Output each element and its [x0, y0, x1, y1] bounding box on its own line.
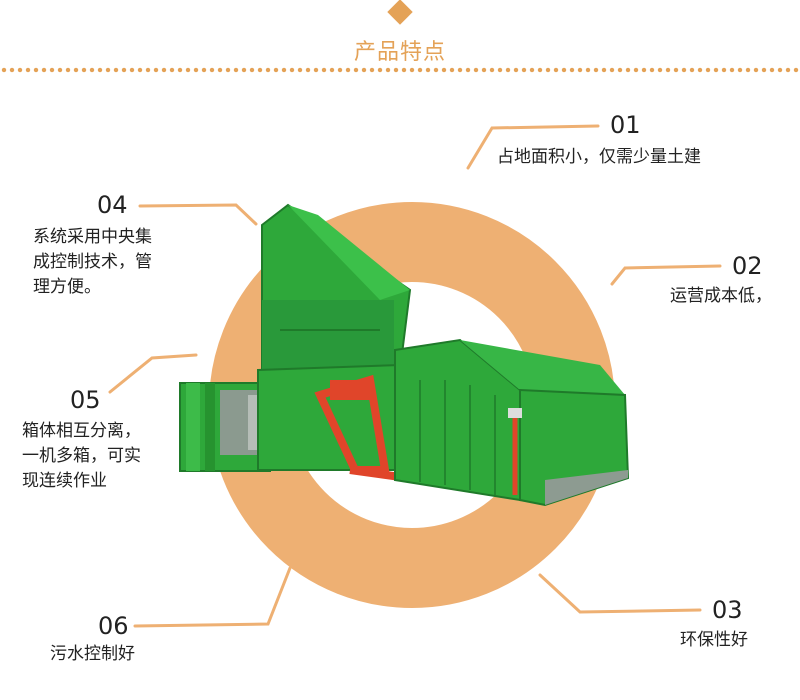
feature-text-04: 系统采用中央集 成控制技术，管 理方便。 — [33, 225, 203, 300]
feature-text-06: 污水控制好 — [50, 644, 135, 664]
feature-number-03: 03 — [712, 596, 743, 624]
compactor-machine-image — [179, 203, 630, 507]
feature-text-04-line-3: 理方便。 — [33, 277, 101, 297]
section-header: 产品特点 — [0, 0, 800, 80]
feature-text-04-line-2: 成控制技术，管 — [33, 252, 152, 272]
leader-line-01 — [466, 124, 600, 170]
feature-number-06: 06 — [98, 612, 129, 640]
feature-text-02: 运营成本低， — [670, 286, 772, 306]
leader-line-02 — [610, 264, 722, 286]
feature-text-05: 箱体相互分离， 一机多箱，可实 现连续作业 — [22, 419, 202, 494]
leader-lines — [108, 124, 722, 628]
feature-number-05: 05 — [70, 386, 101, 414]
feature-text-05-line-1: 箱体相互分离， — [22, 421, 141, 441]
section-title: 产品特点 — [353, 40, 446, 65]
feature-text-05-line-2: 一机多箱，可实 — [22, 446, 141, 466]
feature-number-01: 01 — [610, 111, 641, 139]
feature-text-05-line-3: 现连续作业 — [22, 471, 107, 491]
leader-line-06 — [133, 566, 292, 628]
feature-number-02: 02 — [732, 252, 763, 280]
leader-line-05 — [108, 353, 198, 394]
feature-text-03: 环保性好 — [680, 630, 748, 650]
feature-number-04: 04 — [97, 191, 128, 219]
dotted-divider — [0, 67, 800, 73]
leader-line-03 — [538, 573, 702, 614]
leader-line-04 — [138, 203, 258, 226]
feature-text-04-line-1: 系统采用中央集 — [33, 227, 152, 247]
feature-text-01: 占地面积小，仅需少量土建 — [497, 147, 701, 167]
